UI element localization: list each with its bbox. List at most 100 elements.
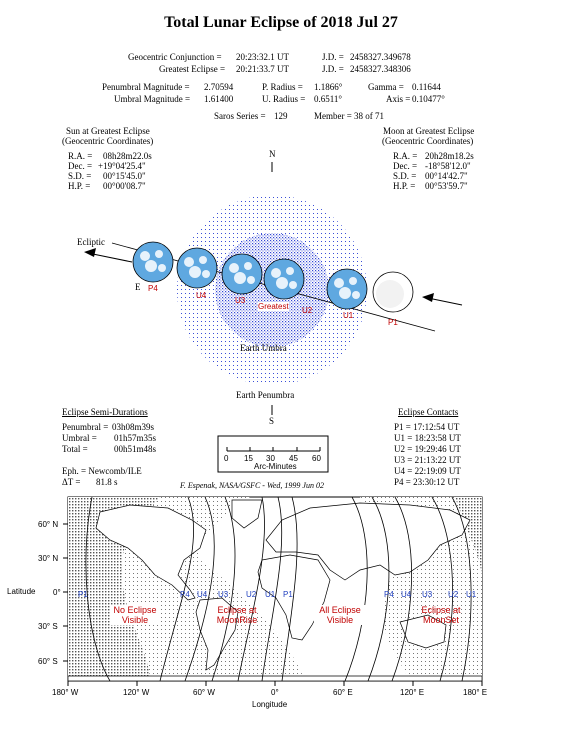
map-curve-u2: U2 [246,590,257,599]
umb-mag-label: Umbral Magnitude = [114,94,191,104]
moonset-label: Eclipse at MoonSet [416,605,466,625]
contact-row-p1: P1 = 17:12:54 UT [394,422,460,432]
ecliptic-label: Ecliptic [77,237,105,247]
saros: 129 [274,111,288,121]
map-curve-p1-left: P1 [78,590,88,599]
p-radius-label: P. Radius = [262,82,303,92]
moon-ra-label: R.A. = [393,151,418,161]
curve-u2-east [431,497,453,681]
continent-antarctica [68,675,482,681]
contact-u4-label: U4 [196,291,207,300]
continent-eurasia [265,502,471,581]
moon-sd-label: S.D. = [393,171,417,181]
continent-south-america [195,597,239,671]
sun-sd: 00°15'45.0" [103,171,146,181]
semi-penumbral: 03h08m39s [112,422,155,432]
contact-u3-label: U3 [235,296,246,305]
sun-dec-label: Dec. = [68,161,93,171]
member: 38 of 71 [354,111,384,121]
scale-tick-15: 15 [244,454,253,463]
ecliptic-arrow-head [84,248,96,257]
curve-u1 [261,497,283,681]
moon-p1 [372,271,414,313]
curve-p4 [159,497,195,681]
continent-north-america [95,504,207,601]
lon-tick-120w: 120° W [123,688,150,697]
moonrise-line1: Eclipse at [217,605,257,615]
sun-hp: 00°00'08.7" [103,181,146,191]
penumbra-label: Earth Penumbra [236,390,295,400]
map-curve-u3-east: U3 [422,590,433,599]
no-eclipse-line1: No Eclipse [113,605,157,615]
contact-u2-label: U2 [302,306,313,315]
semi-penumbral-label: Penumbral = [62,422,109,432]
axis: 0.10477° [412,94,445,104]
member-label: Member = [314,111,352,121]
lat-tick-30s: 30° S [38,622,58,631]
moon-heading: Moon at Greatest Eclipse [383,126,475,136]
curve-u3 [211,497,236,681]
lon-tick-180e: 180° E [463,688,488,697]
map-curve-p4: P4 [180,590,190,599]
axis-label: Axis = [386,94,411,104]
all-visible-line1: All Eclipse [319,605,361,615]
no-eclipse-line2: Visible [121,615,149,625]
p-radius: 1.1866° [314,82,343,92]
lon-tick-120e: 120° E [400,688,425,697]
world-map [63,496,483,686]
sun-ra-label: R.A. = [68,151,93,161]
no-eclipse-label: No Eclipse Visible [110,605,160,625]
scale-tick-60: 60 [312,454,321,463]
ephemeris: Eph. = Newcomb/ILE [62,466,142,476]
conjunction-jd-label: J.D. = [322,52,344,62]
contact-greatest-label: Greatest [258,302,289,311]
scale-tick-30: 30 [266,454,275,463]
semi-total: 00h51m48s [114,444,157,454]
curve-u2 [237,497,265,681]
sun-dec: +19°04'25.4" [98,161,146,171]
lon-tick-180w: 180° W [52,688,79,697]
semi-umbral: 01h57m35s [114,433,157,443]
all-visible-label: All Eclipse Visible [314,605,366,625]
moon-path-arrow [427,297,463,306]
curve-u4 [184,497,215,681]
map-curve-u4-east: U4 [401,590,412,599]
moon-dec: -18°58'12.0" [425,161,471,171]
moonset-dense-region [455,497,482,580]
no-eclipse-region [68,497,160,681]
umb-mag: 1.61400 [204,94,234,104]
u-radius: 0.6511° [314,94,343,104]
curve-u3-east [391,497,412,681]
conjunction-jd: 2458327.349678 [350,52,411,62]
moon-path-arrow-head [422,293,434,302]
delta-t: 81.8 s [96,477,118,487]
lon-tick-0: 0° [271,688,279,697]
contact-p4-label: P4 [148,284,158,293]
contact-u1-label: U1 [343,311,354,320]
semi-umbral-label: Umbral = [62,433,97,443]
greatest-label: Greatest Eclipse = [159,64,226,74]
scale-unit: Arc-Minutes [254,462,297,471]
u-radius-label: U. Radius = [262,94,306,104]
lat-tick-30n: 30° N [38,554,59,563]
map-curve-u1-east: U1 [466,590,477,599]
greatest-jd-label: J.D. = [322,64,344,74]
conjunction-label: Geocentric Conjunction = [128,52,222,62]
lon-tick-60w: 60° W [193,688,215,697]
latitude-label: Latitude [7,587,36,596]
contact-row-u4: U4 = 22:19:09 UT [394,466,461,476]
contact-row-u2: U2 = 19:29:46 UT [394,444,461,454]
pen-mag-label: Penumbral Magnitude = [102,82,190,92]
semi-total-label: Total = [62,444,88,454]
map-curve-p4-east: P4 [384,590,394,599]
scale-box [217,435,329,473]
moon-u4 [176,247,218,289]
conjunction-value: 20:23:32.1 UT [236,52,289,62]
continent-greenland [231,499,263,529]
moon-hp-label: H.P. = [393,181,416,191]
all-visible-line2: Visible [326,615,354,625]
moonset-line2: MoonSet [422,615,460,625]
contact-row-p4: P4 = 23:30:12 UT [394,477,460,487]
moon-p4 [132,241,174,283]
sun-ra: 08h28m22.0s [103,151,152,161]
